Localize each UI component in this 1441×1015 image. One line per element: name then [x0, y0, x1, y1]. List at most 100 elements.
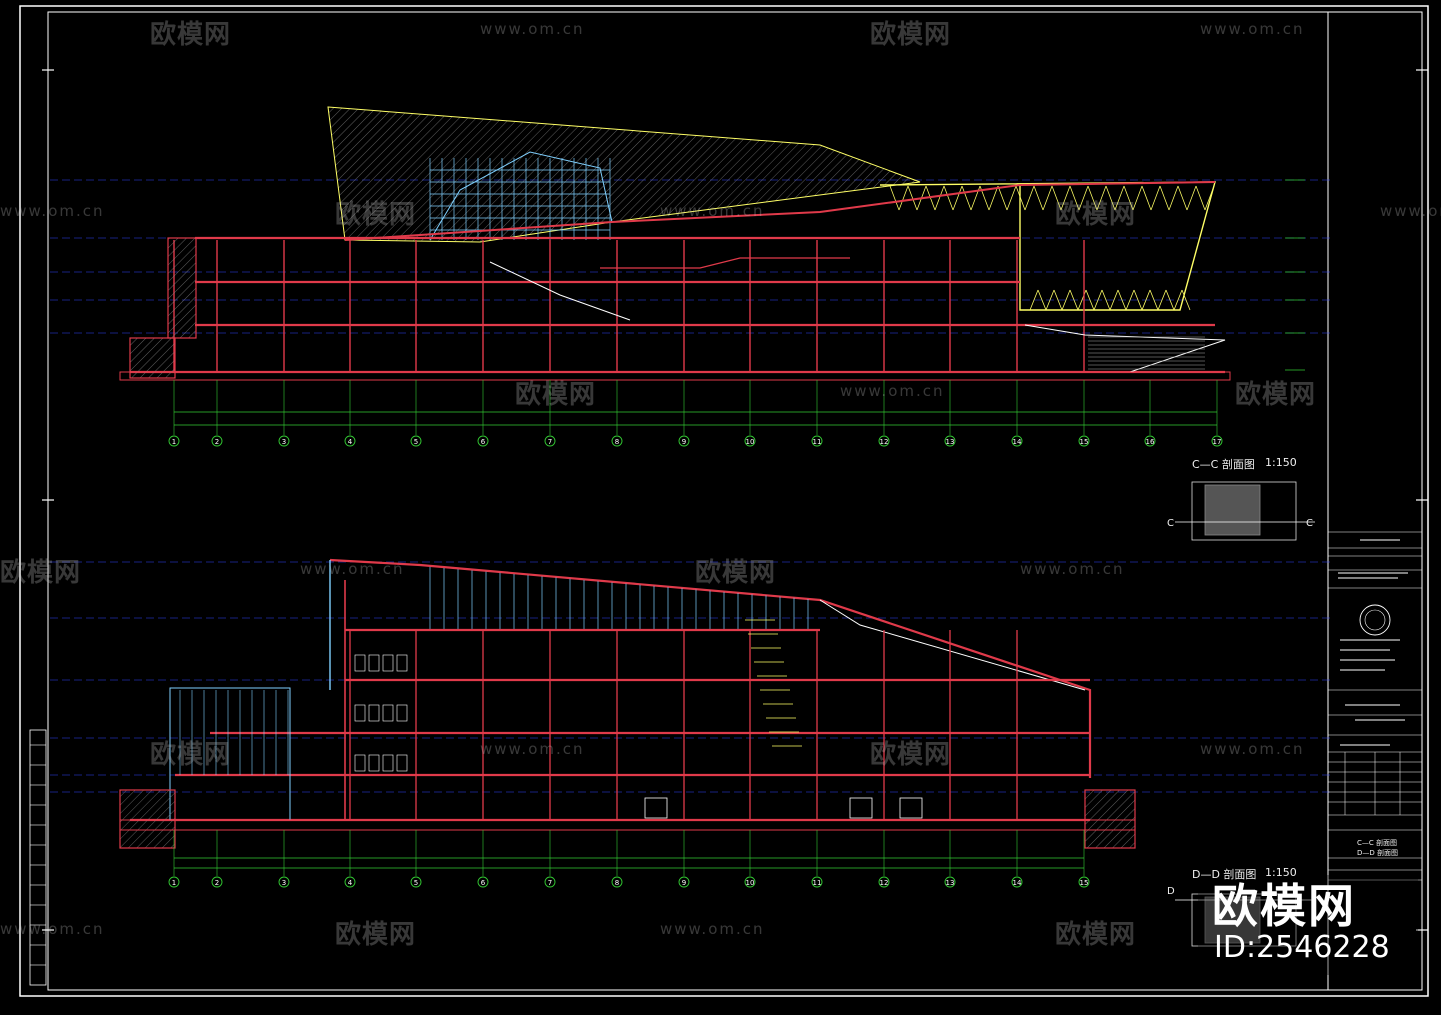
axis-bubble: [544, 876, 556, 888]
axis-label: 16: [1146, 438, 1155, 446]
axis-label: 11: [813, 438, 822, 446]
stair-ramp: [489, 261, 631, 321]
axis-label: 9: [682, 879, 686, 887]
truss-web: [1165, 289, 1175, 311]
axis-bubble: [678, 435, 690, 447]
axis-label: 8: [615, 879, 619, 887]
entrance-canopy: [1024, 324, 1226, 373]
door: [899, 797, 923, 819]
truss-web: [1096, 185, 1107, 211]
axis-bubble: [944, 876, 956, 888]
truss-web: [907, 185, 918, 211]
axis-label: 14: [1013, 879, 1022, 887]
curtain-wall-outline: [429, 151, 613, 241]
section-dd-title: D—D 剖面图: [1192, 868, 1257, 881]
truss-web: [943, 185, 954, 211]
truss-web: [1085, 289, 1095, 311]
watermark-brand: 欧模网: [695, 558, 777, 588]
watermark-url: www.om.cn: [0, 202, 105, 220]
axis-bubble: [1211, 435, 1223, 447]
upper-roof-slab: [344, 184, 1021, 241]
truss-web: [1037, 289, 1047, 311]
truss-web: [1024, 185, 1035, 211]
stair-core: [167, 237, 197, 339]
truss-web: [1101, 289, 1111, 311]
key-plan-outline: [1191, 481, 1297, 541]
window: [382, 754, 394, 772]
truss-web: [1029, 289, 1039, 311]
margin-strip: [29, 729, 47, 986]
axis-bubble: [278, 876, 290, 888]
axis-bubble: [1078, 435, 1090, 447]
window: [354, 654, 366, 672]
truss-web: [1078, 185, 1089, 211]
axis-bubble: [168, 435, 180, 447]
basement-wall: [129, 337, 176, 379]
badge-id: ID:2546228: [1214, 930, 1390, 965]
axis-label: 10: [746, 438, 755, 446]
axis-label: 2: [215, 879, 219, 887]
window: [396, 704, 408, 722]
axis-label: 1: [172, 438, 176, 446]
axis-bubble: [1078, 876, 1090, 888]
watermark-brand: 欧模网: [0, 558, 82, 588]
key-plan-outline: [1191, 893, 1297, 947]
truss-web: [1087, 185, 1098, 211]
axis-bubble: [744, 435, 756, 447]
key-plan-cc: [1175, 481, 1315, 541]
truss-web: [1141, 185, 1152, 211]
axis-bubble: [344, 876, 356, 888]
axis-label: 7: [548, 879, 552, 887]
outer-border: [19, 5, 1429, 997]
axis-bubble: [1144, 435, 1156, 447]
axis-label: 3: [282, 879, 286, 887]
ground-slab: [119, 371, 1231, 381]
window: [396, 654, 408, 672]
watermark-brand: 欧模网: [150, 20, 232, 50]
truss-web: [1053, 289, 1063, 311]
axis-bubble: [611, 876, 623, 888]
axis-label: 4: [348, 879, 353, 887]
axis-bubble: [878, 876, 890, 888]
truss-web: [1173, 289, 1183, 311]
axis-label: 13: [946, 879, 955, 887]
window: [396, 754, 408, 772]
watermark-url: www.om.cn: [0, 920, 105, 938]
axis-bubble: [878, 435, 890, 447]
key-plan-building: [1204, 484, 1261, 536]
institute-seal-inner: [1364, 609, 1386, 631]
axis-label: 11: [813, 879, 822, 887]
axis-label: 9: [682, 438, 686, 446]
drawing-frame: [19, 5, 1429, 997]
watermark-brand: 欧模网: [870, 20, 952, 50]
section-dd-scale: 1:150: [1265, 866, 1297, 879]
axis-label: 7: [548, 438, 552, 446]
section-cc-cut-left: C: [1167, 518, 1174, 529]
truss-web: [1109, 289, 1119, 311]
axis-label: 12: [880, 438, 889, 446]
truss-web: [1033, 185, 1044, 211]
mezzanine-edge: [600, 257, 850, 269]
truss-web: [1061, 289, 1071, 311]
badge-brand: 欧模网: [1212, 879, 1356, 933]
door: [644, 797, 668, 819]
truss-web: [1157, 289, 1167, 311]
truss-web: [1150, 185, 1161, 211]
section-cc-cut-right: C: [1306, 518, 1313, 529]
watermark-brand: 欧模网: [1235, 380, 1317, 410]
truss-web: [988, 185, 999, 211]
watermark-brand: 欧模网: [1055, 920, 1137, 950]
watermark-brand: 欧模网: [515, 380, 597, 410]
axis-bubble: [1011, 435, 1023, 447]
window: [354, 704, 366, 722]
basement-wall-left: [119, 789, 176, 849]
watermark-url: www.om.cn: [1200, 20, 1305, 38]
truss-web: [1141, 289, 1151, 311]
truss-web: [1159, 185, 1170, 211]
axis-bubble: [477, 435, 489, 447]
axis-bubble: [944, 435, 956, 447]
section-dd-cut-left: D: [1167, 886, 1175, 897]
institute-seal: [1359, 604, 1391, 636]
